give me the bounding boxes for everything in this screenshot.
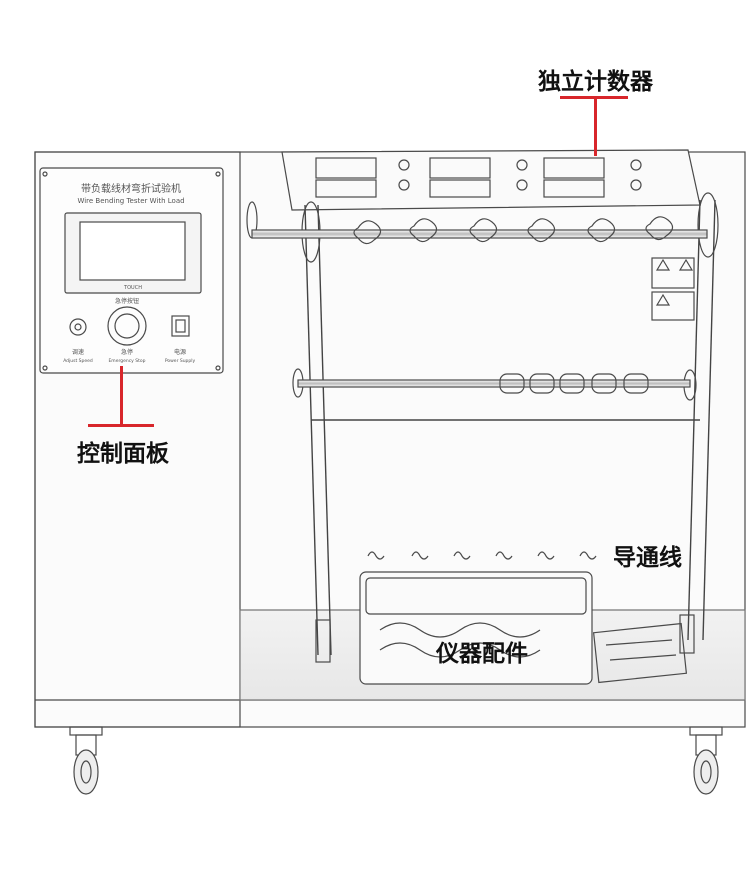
estop-label-cn: 急停 [121,348,133,356]
accessories-callout: 仪器配件 [436,641,528,667]
accessories-pack [592,622,688,684]
panel-title-cn: 带负载线材弯折试验机 [81,182,181,195]
lead-wire-hooks [367,551,597,560]
screen-brand: TOUCH [123,285,142,291]
emergency-stop [107,306,147,346]
warning-label-1 [651,257,695,289]
speed-knob [69,318,87,336]
lower-rod [297,379,691,388]
caster-left [69,726,103,795]
counter-knobs [398,159,642,191]
touch-screen [79,221,186,281]
left-cabinet [34,151,241,728]
panel-leader-horizontal [88,424,154,427]
panel-title-en: Wire Bending Tester With Load [77,197,184,205]
power-label-cn: 电源 [174,348,186,356]
lead-wire-callout: 导通线 [613,545,682,571]
control-panel-callout: 控制面板 [77,441,169,467]
knob-label-en: Adjust Speed [63,358,93,364]
counter-row-bottom [315,179,605,198]
estop-label-en: Emergency Stop [108,358,145,364]
power-label-en: Power Supply [165,358,196,364]
counter-callout: 独立计数器 [538,69,653,95]
caster-right [689,726,723,795]
right-disc [697,192,719,258]
counter-row-top [315,157,605,179]
counter-leader-vertical [594,96,597,156]
test-frame [304,199,716,656]
warning-label-2 [651,291,695,321]
power-switch [171,315,190,337]
accessories-box [359,571,593,685]
lower-rollers [499,373,649,394]
knob-label-cn: 调速 [72,348,84,356]
upper-rod [251,229,708,239]
panel-leader-vertical [120,366,123,426]
estop-top-label: 急停按钮 [115,297,139,305]
wire-clamps [353,216,674,245]
